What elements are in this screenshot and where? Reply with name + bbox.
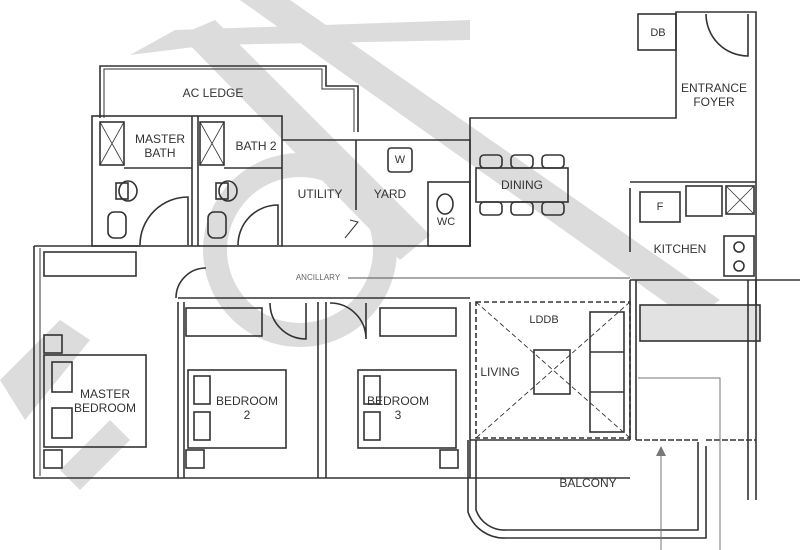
room-label-dining: DINING — [501, 178, 543, 192]
room-label-db: DB — [650, 27, 666, 39]
room-label-kitchen: KITCHEN — [653, 242, 707, 256]
fridge-label: F — [656, 201, 664, 213]
room-label-ac-ledge: AC LEDGE — [182, 86, 244, 100]
room-label-bedroom-2: BEDROOM 2 — [215, 394, 279, 422]
room-label-wc: WC — [436, 216, 456, 228]
room-label-utility: UTILITY — [297, 187, 343, 201]
ac-ledge-wall — [99, 65, 359, 132]
washer-label: W — [394, 154, 406, 166]
corridor-note: ANCILLARY — [295, 273, 341, 282]
room-label-master-bedroom: MASTER BEDROOM — [73, 387, 137, 415]
room-label-bath-2: BATH 2 — [235, 139, 277, 153]
room-label-master-bath: MASTER BATH — [134, 132, 186, 160]
room-label-living: LIVING — [480, 365, 520, 379]
room-label-yard: YARD — [373, 187, 407, 201]
room-label-bedroom-3: BEDROOM 3 — [366, 394, 430, 422]
room-label-balcony: BALCONY — [559, 476, 617, 490]
room-label-ldb: LDDB — [529, 314, 559, 326]
room-label-entrance-foyer: ENTRANCE FOYER — [680, 81, 748, 109]
watermark — [0, 0, 720, 490]
